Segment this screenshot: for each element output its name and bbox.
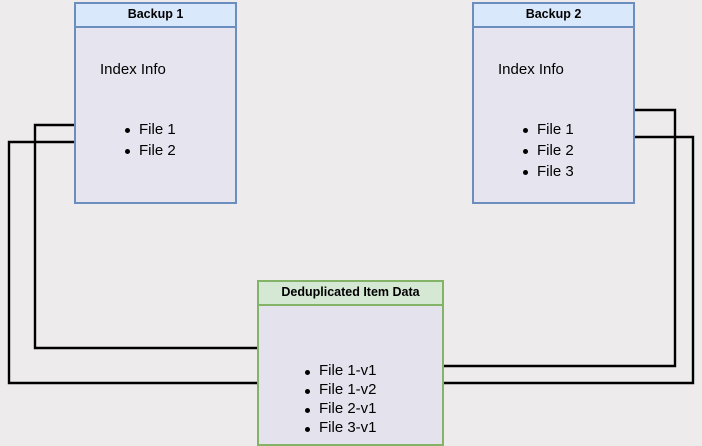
list-item: File 2-v1	[303, 399, 377, 418]
backup2-index-label: Index Info	[498, 61, 564, 78]
dedup-node: Deduplicated Item Data File 1-v1 File 1-…	[257, 280, 444, 446]
backup2-body: Index Info File 1 File 2 File 3	[474, 28, 633, 202]
list-item: File 1-v2	[303, 380, 377, 399]
list-item: File 3-v1	[303, 418, 377, 437]
list-item: File 2	[521, 140, 574, 161]
list-item: File 3	[521, 161, 574, 182]
backup2-file-list: File 1 File 2 File 3	[521, 119, 574, 182]
list-item: File 1	[123, 119, 176, 140]
backup2-title: Backup 2	[474, 4, 633, 28]
dedup-item-list: File 1-v1 File 1-v2 File 2-v1 File 3-v1	[303, 361, 377, 437]
dedup-body: File 1-v1 File 1-v2 File 2-v1 File 3-v1	[259, 306, 442, 444]
backup2-node: Backup 2 Index Info File 1 File 2 File 3	[472, 2, 635, 204]
list-item: File 2	[123, 140, 176, 161]
backup1-body: Index Info File 1 File 2	[76, 28, 235, 202]
dedup-title: Deduplicated Item Data	[259, 282, 442, 306]
backup1-title: Backup 1	[76, 4, 235, 28]
list-item: File 1-v1	[303, 361, 377, 380]
list-item: File 1	[521, 119, 574, 140]
backup1-node: Backup 1 Index Info File 1 File 2	[74, 2, 237, 204]
backup1-index-label: Index Info	[100, 61, 166, 78]
backup1-file-list: File 1 File 2	[123, 119, 176, 161]
